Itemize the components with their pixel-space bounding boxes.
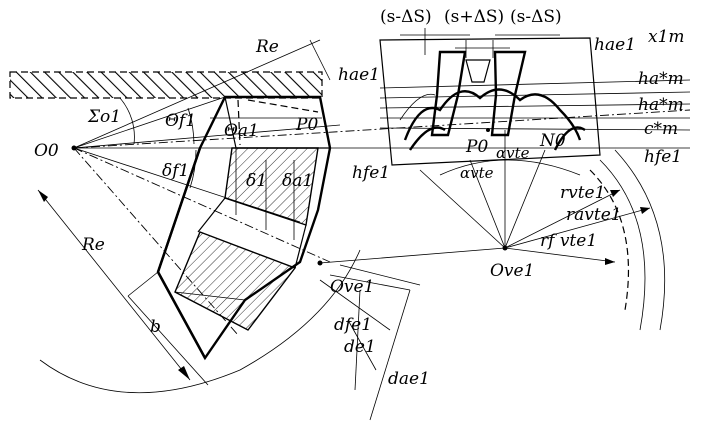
- label-hae1-right: hae1: [594, 35, 636, 55]
- label-dfe1: dfe1: [334, 315, 372, 335]
- label-de1: de1: [344, 337, 376, 357]
- label-delta-1: δ1: [246, 171, 267, 191]
- re-top-dimension: [73, 39, 331, 149]
- bevel-gear-body: [156, 95, 332, 361]
- delta-f1-arc: [189, 149, 197, 189]
- label-n0: N0: [539, 131, 566, 151]
- label-re-top: Re: [255, 37, 279, 57]
- sigma-arc: [119, 97, 135, 145]
- re-left-dimension: [37, 189, 191, 381]
- tooth-profile-view: [379, 37, 691, 331]
- b-dimension: [127, 271, 209, 386]
- point-ove1-right: [502, 245, 508, 251]
- point-ove1-left: [317, 260, 323, 266]
- label-ove1-left: Ove1: [330, 277, 374, 297]
- point-p0-right: [486, 128, 490, 132]
- label-ha-m-2: ha*m: [638, 95, 684, 115]
- label-s-minus-2: (s-ΔS): [510, 7, 562, 27]
- label-dae1: dae1: [388, 369, 430, 389]
- label-hfe1-right: hfe1: [644, 147, 682, 167]
- label-x1m: x1m: [648, 27, 685, 47]
- label-ove1-right: Ove1: [490, 261, 534, 281]
- label-rvte1: rvte1: [560, 183, 605, 203]
- label-ravte1: ravte1: [566, 205, 622, 225]
- label-ha-m-1: ha*m: [638, 69, 684, 89]
- label-delta-a1: δa1: [282, 171, 313, 191]
- label-c-m: c*m: [644, 119, 678, 139]
- label-p0-left: P0: [295, 115, 318, 135]
- label-theta-f1: Θf1: [165, 111, 196, 131]
- theta-f1-arc: [187, 107, 195, 145]
- rack-bar: [9, 71, 323, 99]
- label-o0: O0: [34, 141, 59, 161]
- label-b: b: [150, 317, 161, 337]
- label-alpha-vte-1: αvte: [496, 144, 530, 162]
- top-dimension-brackets: [400, 28, 560, 58]
- label-s-minus-1: (s-ΔS): [380, 7, 432, 27]
- label-alpha-vte-2: αvte: [460, 164, 494, 182]
- label-theta-a1: Θa1: [224, 121, 259, 141]
- label-delta-f1: δf1: [162, 161, 189, 181]
- label-hae1-left: hae1: [338, 65, 380, 85]
- label-sigma-o1: Σo1: [87, 107, 121, 127]
- outer-arc: [39, 249, 361, 394]
- line-to-ove1-right: [319, 247, 506, 264]
- label-re-left: Re: [81, 235, 105, 255]
- label-hfe1-left: hfe1: [352, 163, 390, 183]
- radius-arrows: [504, 189, 651, 265]
- diameter-dimensions: [319, 264, 421, 421]
- label-rf-vte1: rf vte1: [540, 231, 597, 251]
- label-p0-right: P0: [465, 137, 488, 157]
- point-o0: [71, 145, 77, 151]
- label-s-plus: (s+ΔS): [444, 7, 504, 27]
